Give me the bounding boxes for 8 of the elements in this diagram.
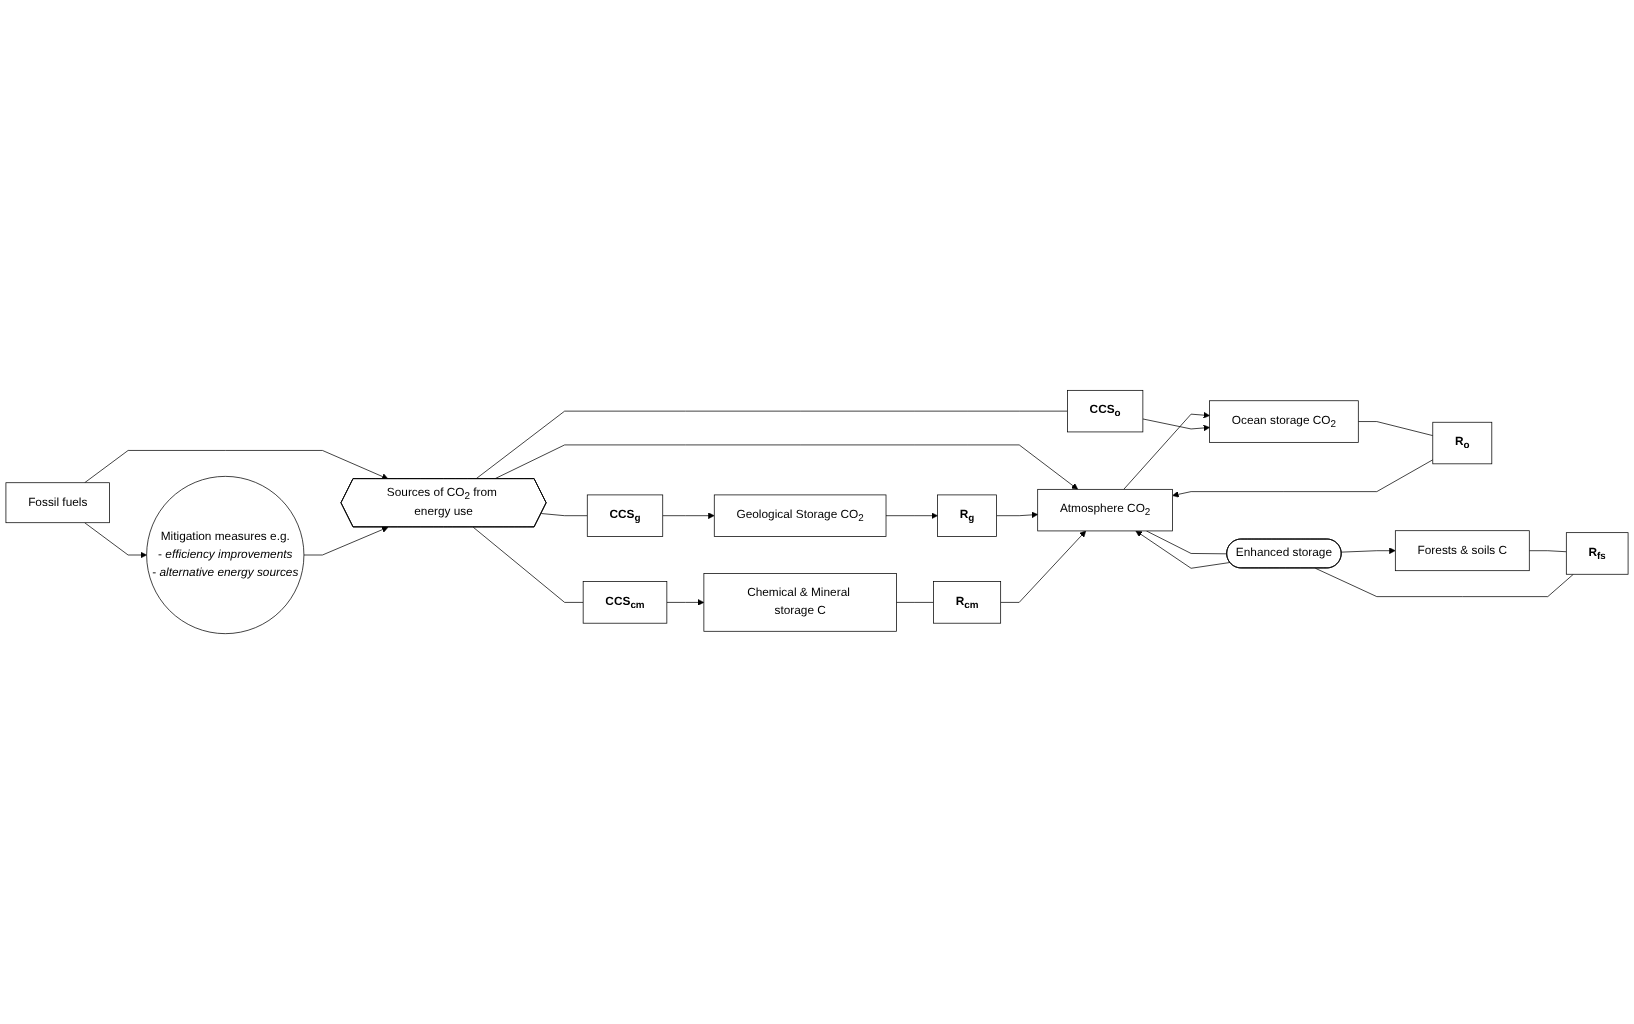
connector [472,526,584,603]
connector [1528,550,1567,553]
connector [896,602,934,603]
connector [1315,567,1574,597]
connector [540,513,588,517]
connector [1146,530,1228,555]
connector [1357,421,1434,436]
connector [475,410,1068,480]
